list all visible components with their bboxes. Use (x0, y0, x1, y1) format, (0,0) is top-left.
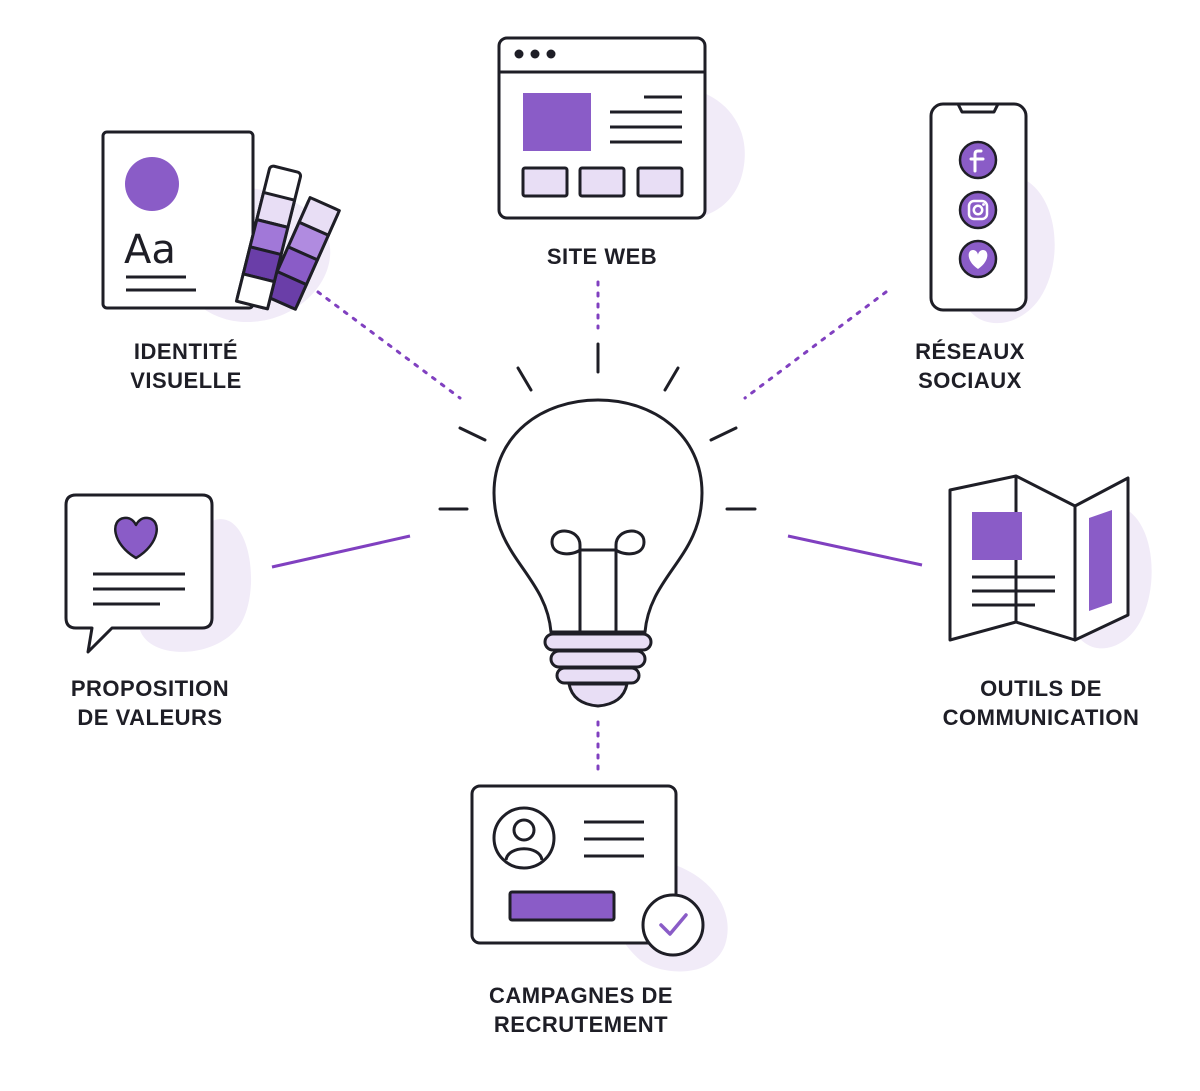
label-line: SITE WEB (546, 244, 658, 269)
connector-reseaux (743, 290, 888, 400)
smartphone-social-icon (929, 102, 1055, 324)
label-site-web: SITE WEB (547, 242, 657, 271)
connector-identite (316, 290, 462, 400)
profile-card-check-icon (470, 784, 728, 972)
light-rays (438, 342, 757, 511)
label-campagnes-de-recrutement: CAMPAGNES DE RECRUTEMENT (489, 981, 673, 1039)
heart-icon (958, 239, 998, 279)
label-identite-visuelle: IDENTITÉ VISUELLE (130, 337, 242, 395)
instagram-icon (958, 190, 998, 230)
connectors (271, 280, 923, 772)
connector-outils (787, 534, 923, 567)
brand-style-guide-icon: Aa (101, 130, 341, 323)
facebook-icon (958, 140, 998, 180)
style-guide-page (101, 130, 255, 310)
browser-window-icon (497, 36, 745, 220)
bulb-filament (550, 529, 646, 634)
hero-image (523, 93, 591, 151)
label-line: DE VALEURS (77, 705, 223, 730)
label-line: PROPOSITION (70, 676, 230, 701)
label-line: RECRUTEMENT (493, 1012, 669, 1037)
connector-proposition (271, 534, 411, 569)
label-line: COMMUNICATION (942, 705, 1140, 730)
label-line: CAMPAGNES DE (488, 983, 674, 1008)
typography-sample: Aa (124, 227, 176, 273)
apply-bar (508, 890, 616, 922)
label-line: RÉSEAUX (915, 339, 1025, 364)
brand-circle (125, 157, 179, 211)
bulb-glass (492, 398, 704, 634)
bulb-base (543, 632, 653, 708)
lightbulb-icon (438, 342, 757, 708)
label-outils-de-communication: OUTILS DE COMMUNICATION (943, 674, 1140, 732)
label-proposition-de-valeurs: PROPOSITION DE VALEURS (71, 674, 229, 732)
label-line: OUTILS DE (980, 676, 1102, 701)
label-line: IDENTITÉ (133, 339, 239, 364)
label-line: VISUELLE (130, 368, 242, 393)
user-avatar-icon (492, 806, 556, 870)
label-line: SOCIAUX (918, 368, 1022, 393)
label-reseaux-sociaux: RÉSEAUX SOCIAUX (915, 337, 1025, 395)
speech-bubble-heart-icon (64, 493, 252, 654)
trifold-brochure-icon (948, 474, 1152, 649)
color-swatch-back (264, 196, 341, 311)
heart-shape (114, 516, 158, 560)
color-swatch-front (234, 164, 303, 311)
check-badge-icon (641, 893, 705, 957)
